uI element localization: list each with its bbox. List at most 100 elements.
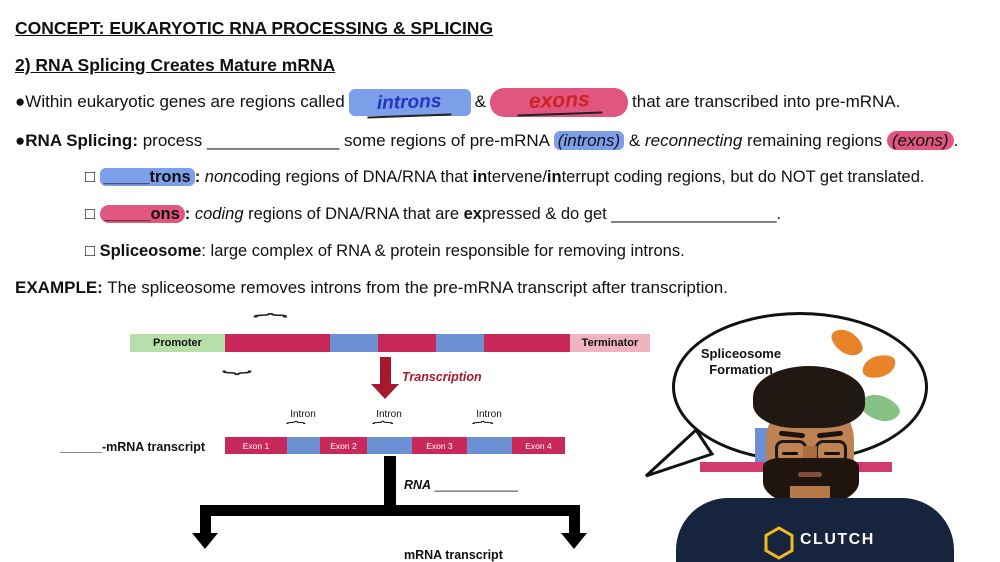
sub-bullet-spliceosome-def: □ Spliceosome: large complex of RNA & pr… (85, 238, 685, 264)
sub1-text-3: terrupt coding regions, but do NOT get t… (561, 168, 925, 186)
exons-inline-highlight: (exons) (886, 131, 954, 150)
bullet1-text-pre: Within eukaryotic genes are regions call… (25, 92, 345, 111)
transcription-label: Transcription (402, 370, 482, 384)
intron-label-1: Intron (290, 409, 316, 420)
gene-intron-segment (330, 334, 378, 352)
clutch-hexagon-icon (764, 526, 794, 560)
exon-3-label: Exon 3 (426, 440, 453, 451)
example-line: EXAMPLE: The spliceosome removes introns… (15, 274, 728, 302)
promoter-box: Promoter (130, 334, 225, 352)
gene-intron-segment (436, 334, 484, 352)
callout-title: Spliceosome Formation (686, 346, 796, 378)
gene-exon-segment (378, 334, 436, 352)
sub3-text: : large complex of RNA & protein respons… (201, 242, 685, 260)
rna-splicing-term: RNA Splicing: (25, 131, 138, 150)
right-branch-stem (569, 505, 580, 535)
gene-exon-segment (225, 334, 330, 352)
pre-mrna-label: ______-mRNA transcript (60, 440, 205, 454)
bullet2-period: . (953, 131, 959, 150)
exon-1-label: Exon 1 (242, 440, 270, 451)
instructor-shirt (676, 498, 954, 562)
instructor-mouth (798, 472, 822, 477)
gene-exon-segment (484, 334, 570, 352)
terminator-box: Terminator (570, 334, 650, 352)
example-text: The spliceosome removes introns from the… (102, 278, 728, 297)
exon-2-label: Exon 2 (330, 440, 357, 451)
intron-segment (367, 437, 412, 454)
instructor-neck (790, 486, 830, 510)
rna-word: RNA (404, 478, 432, 492)
square-glyph: □ (85, 242, 100, 260)
exon-1-segment: Exon 1 (225, 437, 287, 454)
sub1-text-2: tervene/ (487, 168, 547, 186)
intron-brace-icon (472, 422, 494, 437)
transcription-arrowhead-icon (371, 384, 399, 399)
example-label: EXAMPLE: (15, 278, 103, 297)
pre-mrna-bar: Exon 1 Exon 2 Exon 3 Exon 4 (225, 437, 565, 454)
splicing-branch-bar (200, 505, 580, 516)
left-branch-stem (200, 505, 211, 535)
bullet1-text-post: that are transcribed into pre-mRNA. (632, 92, 901, 111)
sub2-text-1: regions of DNA/RNA that are (243, 205, 464, 223)
intron-label-2: Intron (376, 409, 402, 420)
bullet2-text-3: remaining regions (742, 131, 887, 150)
intron-segment (467, 437, 512, 454)
sub-bullet-exons-def: □ _____ons: coding regions of DNA/RNA th… (85, 201, 781, 227)
exon-4-segment: Exon 4 (512, 437, 565, 454)
intron-brace-icon (286, 422, 306, 437)
introns-handwritten: introns (367, 89, 453, 119)
exon-4-label: Exon 4 (525, 440, 552, 451)
exons-highlight-box: exons (490, 86, 629, 118)
bullet2-text-2: & (624, 131, 645, 150)
promoter-label: Promoter (153, 337, 202, 349)
bullet-glyph: ● (15, 131, 26, 150)
callout-ellipse (672, 312, 928, 462)
terminator-label: Terminator (581, 337, 639, 349)
spliceosome-term: Spliceosome (99, 242, 202, 260)
in-bold-2: in (546, 168, 562, 186)
introns-inline-highlight: (introns) (553, 131, 625, 150)
introns-highlight-box: introns (348, 89, 471, 119)
concept-title: EUKARYOTIC RNA PROCESSING & SPLICING (104, 18, 494, 38)
introns-blank-term: _____trons (99, 168, 195, 186)
exon-2-segment: Exon 2 (320, 437, 367, 454)
spliced-mrna-bar (700, 462, 892, 472)
in-bold-1: in (472, 168, 488, 186)
colon: : (184, 205, 195, 223)
non-italic: non (204, 168, 233, 186)
callout-title-line2: Formation (709, 362, 773, 377)
bottom-brace-icon (222, 352, 252, 372)
exons-handwritten: exons (516, 86, 602, 117)
bullet-glyph: ● (15, 92, 26, 111)
shirt-brand-text: CLUTCH (800, 531, 875, 548)
right-arrowhead-icon (561, 533, 587, 549)
rna-splicing-blank-label: RNA ____________ (404, 478, 518, 492)
intron-brace-icon (372, 422, 394, 437)
concept-heading: CONCEPT: EUKARYOTIC RNA PROCESSING & SPL… (15, 18, 493, 39)
rna-blank: ____________ (431, 478, 518, 492)
intron-fragment (755, 428, 770, 462)
intron-segment (287, 437, 320, 454)
sub1-text-1: coding regions of DNA/RNA that (232, 168, 473, 186)
bullet-introns-exons: ●Within eukaryotic genes are regions cal… (15, 86, 901, 119)
top-brace-icon (253, 314, 288, 334)
bullet2-text-1: process ______________ some regions of p… (137, 131, 554, 150)
exons-blank-term: _____ons (99, 205, 185, 223)
coding-italic: coding (194, 205, 244, 223)
square-glyph: □ (85, 168, 100, 186)
concept-label: CONCEPT: (15, 18, 105, 38)
sub-bullet-introns-def: □ _____trons: noncoding regions of DNA/R… (85, 164, 925, 190)
callout-title-line1: Spliceosome (700, 346, 782, 361)
ampersand: & (474, 92, 487, 111)
colon: : (194, 168, 205, 186)
reconnecting-italic: reconnecting (644, 131, 743, 150)
left-arrowhead-icon (192, 533, 218, 549)
section-heading: 2) RNA Splicing Creates Mature mRNA (15, 55, 336, 75)
mrna-transcript-label: mRNA transcript (404, 548, 503, 562)
splicing-arrow-stem (384, 456, 396, 510)
square-glyph: □ (85, 205, 100, 223)
intron-label-3: Intron (476, 409, 502, 420)
sub2-text-2: pressed & do get __________________. (481, 205, 782, 223)
transcription-arrow-stem (380, 357, 391, 385)
